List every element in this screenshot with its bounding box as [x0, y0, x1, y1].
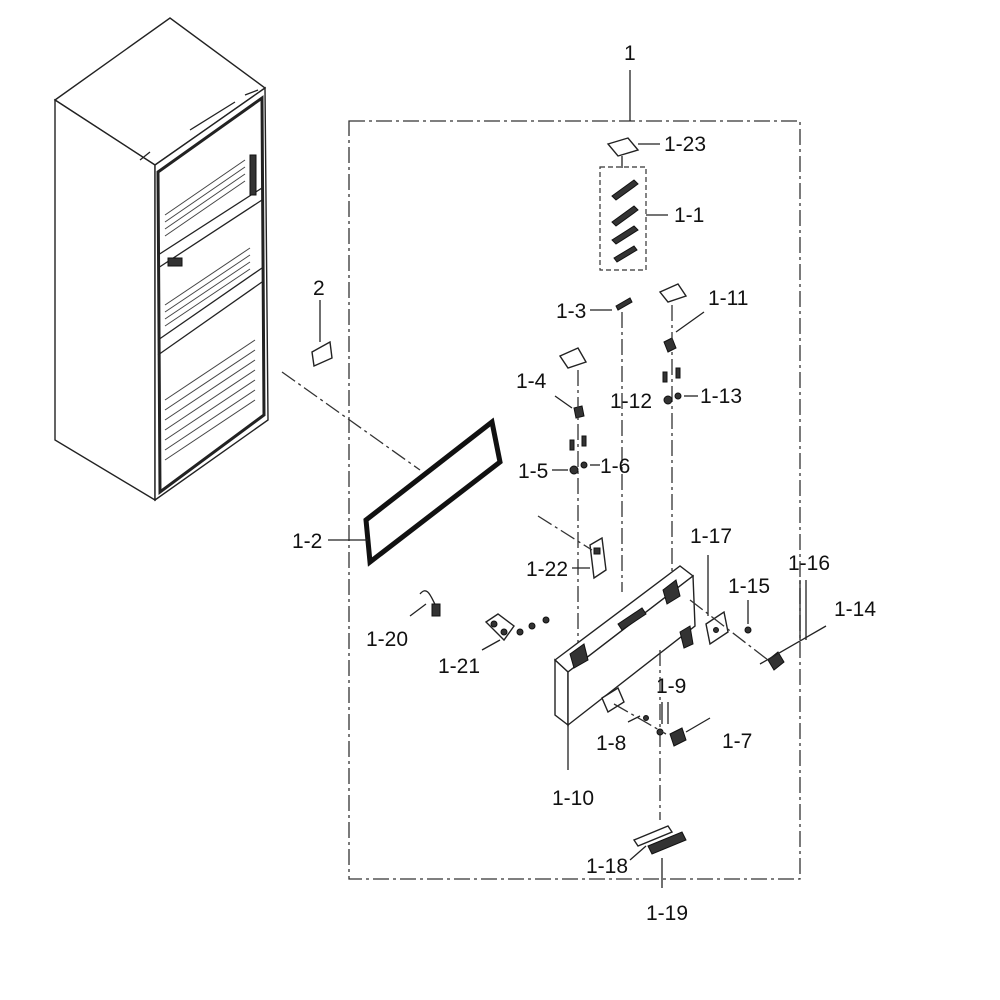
label-1-11: 1-11: [708, 287, 748, 310]
label-1-13: 1-13: [700, 385, 742, 408]
refrigerator-cabinet: [53, 17, 269, 502]
part-1-18-strip: [629, 825, 674, 861]
part-1-3: [590, 297, 633, 592]
part-1-10-door-handle-panel: [553, 565, 696, 820]
label-1-21: 1-21: [438, 655, 480, 678]
label-1-9: 1-9: [656, 675, 686, 698]
part-1-16-pin: [799, 580, 807, 640]
label-1-10: 1-10: [552, 787, 594, 810]
part-1-11-cap: [658, 283, 705, 590]
label-1-20: 1-20: [366, 628, 408, 651]
label-1-5: 1-5: [518, 460, 548, 483]
label-2: 2: [313, 277, 325, 300]
label-1-22: 1-22: [526, 558, 568, 581]
part-1-17-bracket: [705, 555, 729, 646]
part-1-20-wire: [409, 590, 441, 617]
label-1-1: 1-1: [674, 204, 704, 227]
label-1-6: 1-6: [600, 455, 630, 478]
part-2-bracket: [311, 300, 333, 368]
assembly-1-boundary: [348, 120, 801, 880]
part-1-23-cap: [606, 137, 660, 168]
part-1-15-washer: [744, 600, 752, 634]
label-1-8: 1-8: [596, 732, 626, 755]
part-1-14-screw: [759, 625, 827, 671]
label-1-15: 1-15: [728, 575, 770, 598]
label-1-7: 1-7: [722, 730, 752, 753]
part-1-1-group: [599, 166, 668, 271]
part-1-2-gasket: [363, 417, 503, 567]
label-1-12: 1-12: [610, 390, 652, 413]
label-1: 1: [624, 42, 636, 65]
label-1-23: 1-23: [664, 133, 706, 156]
label-1-19: 1-19: [646, 902, 688, 925]
label-1-3: 1-3: [556, 300, 586, 323]
part-1-19-strip: [647, 831, 687, 888]
part-1-13-screws: [662, 367, 698, 405]
label-1-2: 1-2: [292, 530, 322, 553]
label-1-18: 1-18: [586, 855, 628, 878]
label-1-17: 1-17: [690, 525, 732, 548]
part-1-7-screw: [669, 717, 711, 747]
part-1-4-cap: [554, 347, 588, 650]
part-labels: 1 2 1-23 1-1 1-3 1-11 1-4 1-12 1-13 1-5 …: [292, 42, 876, 925]
part-1-5-1-6-screws: [552, 435, 600, 475]
part-1-8-1-9-fasteners: [613, 702, 669, 736]
part-1-22-hinge: [537, 515, 607, 580]
label-1-14: 1-14: [834, 598, 876, 621]
part-1-21-hinge: [481, 613, 550, 651]
label-1-16: 1-16: [788, 552, 830, 575]
label-1-4: 1-4: [516, 370, 547, 393]
